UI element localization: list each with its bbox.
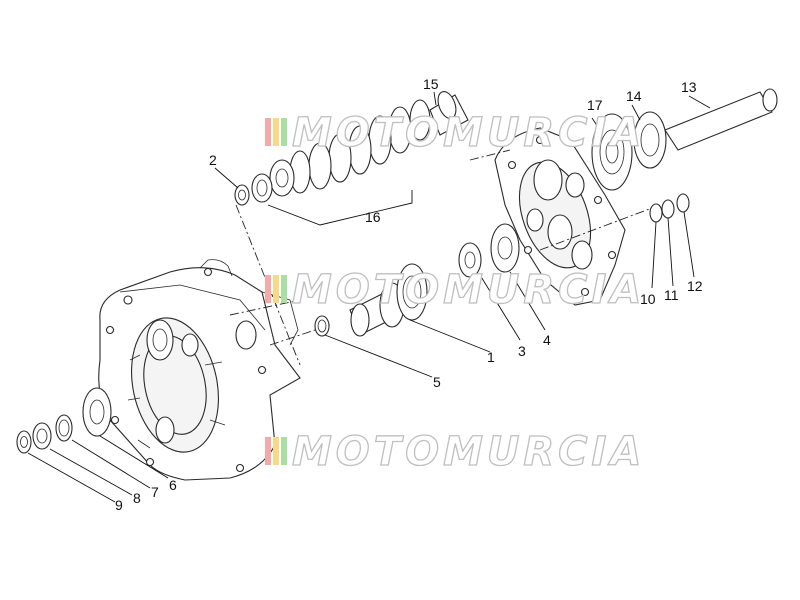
part-number-2: 2: [209, 152, 217, 168]
part-number-6: 6: [169, 477, 177, 493]
part-number-12: 12: [687, 278, 703, 294]
watermark-text: MOTOMURCIA: [292, 110, 645, 156]
watermark-text: MOTOMURCIA: [292, 267, 645, 313]
part-number-labels: 1 2 3 4 5 6 7 8 9 10 11 12 13 14 15 16 1…: [115, 76, 703, 513]
part-number-14: 14: [626, 88, 642, 104]
part-number-10: 10: [640, 291, 656, 307]
watermark-stripe: [273, 275, 279, 303]
layshaft-gears: [314, 223, 520, 337]
part-number-11: 11: [664, 287, 679, 303]
part-number-3: 3: [518, 343, 526, 359]
watermark-top: MOTOMURCIA: [265, 109, 645, 157]
watermark-stripe: [265, 437, 271, 465]
watermark-stripe: [281, 437, 287, 465]
gearbox-housing: [98, 259, 301, 481]
watermark-text: MOTOMURCIA: [292, 429, 645, 475]
front-gear-washers: [16, 387, 112, 454]
watermark-stripe: [273, 118, 279, 146]
watermark-bottom: MOTOMURCIA: [265, 428, 645, 476]
part-number-1: 1: [487, 349, 495, 365]
output-shaft-assembly: [591, 88, 778, 191]
part-number-13: 13: [681, 79, 697, 95]
part-number-15: 15: [423, 76, 439, 92]
part-number-9: 9: [115, 497, 123, 513]
part-number-7: 7: [151, 484, 159, 500]
part-number-16: 16: [365, 209, 381, 225]
watermark-stripe: [273, 437, 279, 465]
part-number-4: 4: [543, 332, 551, 348]
watermark-middle: MOTOMURCIA: [265, 266, 645, 314]
gearbox-cover-plate: [494, 127, 626, 306]
callout-leaders: [27, 91, 711, 503]
watermark-stripe: [281, 118, 287, 146]
spring-shaft-assembly: [234, 91, 469, 226]
watermark-stripe: [281, 275, 287, 303]
part-number-5: 5: [433, 374, 441, 390]
watermark-stripe: [265, 118, 271, 146]
part-number-8: 8: [133, 490, 141, 506]
part-number-17: 17: [587, 97, 603, 113]
watermark-stripe: [265, 275, 271, 303]
circlip-rings: [649, 193, 690, 223]
